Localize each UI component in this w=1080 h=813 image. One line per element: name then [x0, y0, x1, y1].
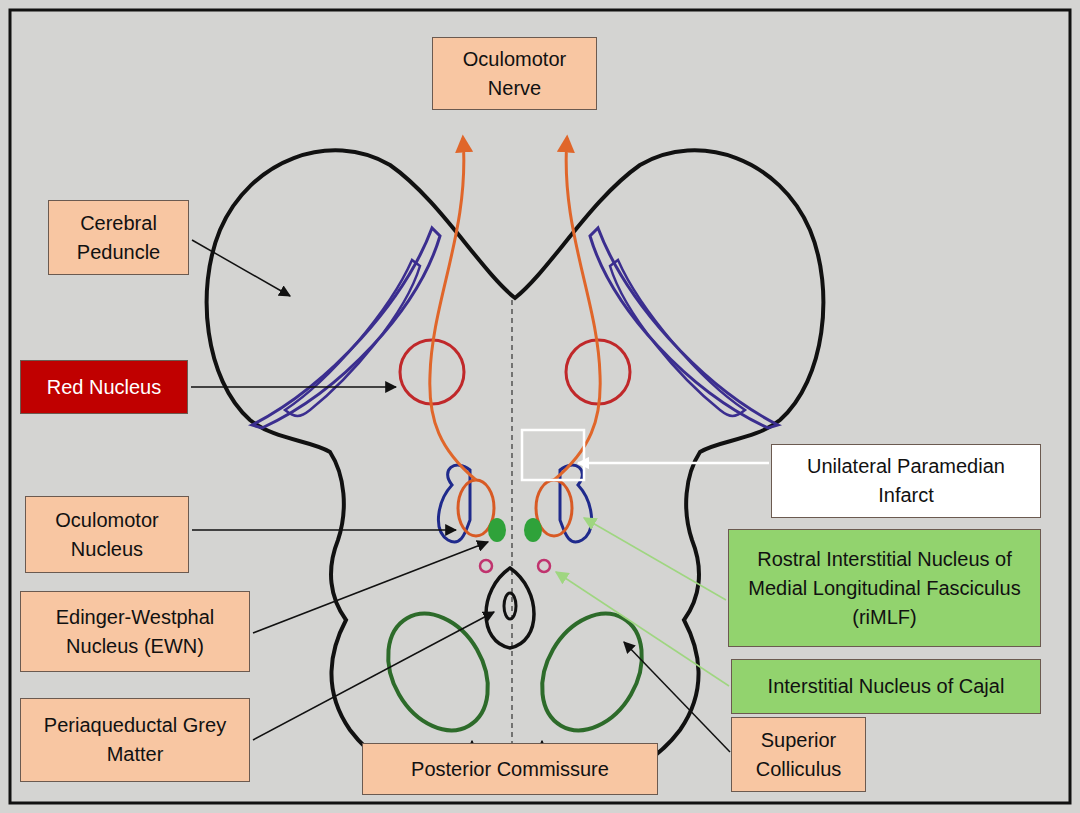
aqueduct [486, 568, 534, 648]
label-text: Red Nucleus [47, 373, 162, 402]
structure-label: Cerebral Peduncle [48, 200, 189, 275]
label-text: Cerebral Peduncle [57, 209, 180, 267]
gaze-centre-label: Rostral Interstitial Nucleus of Medial L… [728, 529, 1041, 647]
label-text: Oculomotor Nerve [441, 45, 588, 103]
leader-lines [191, 240, 730, 774]
midline [511, 300, 512, 762]
infarct-region [522, 430, 584, 480]
structure-label: Periaqueductal Grey Matter [20, 698, 250, 782]
oculomotor-nerve-fibres [430, 138, 476, 480]
edinger-westphal-nucleus [488, 518, 506, 542]
half-structures [252, 138, 508, 748]
green-leader-lines [556, 518, 729, 686]
label-text: Interstitial Nucleus of Cajal [768, 672, 1005, 701]
label-text: Edinger-Westphal Nucleus (EWN) [29, 603, 241, 661]
highlight-label: Red Nucleus [20, 360, 188, 414]
label-text: Oculomotor Nucleus [34, 506, 180, 564]
gaze-centre-label: Interstitial Nucleus of Cajal [731, 659, 1041, 714]
aqueduct-lumen [504, 593, 516, 619]
label-text: Superior Colliculus [740, 726, 857, 784]
label-text: Posterior Commissure [411, 755, 609, 784]
structure-label: Superior Colliculus [731, 717, 866, 792]
label-text: Periaqueductal Grey Matter [29, 711, 241, 769]
interstitial-nucleus-cajal [480, 560, 492, 572]
infarct-leader [578, 462, 769, 465]
structure-label: Edinger-Westphal Nucleus (EWN) [20, 591, 250, 672]
frame [10, 10, 1070, 803]
structure-label: Oculomotor Nerve [432, 37, 597, 110]
lesion-label: Unilateral Paramedian Infarct [771, 444, 1041, 518]
substantia-nigra-inner [285, 260, 420, 416]
label-text: Unilateral Paramedian Infarct [780, 452, 1032, 510]
label-text: Rostral Interstitial Nucleus of Medial L… [737, 545, 1032, 632]
structure-label: Oculomotor Nucleus [25, 496, 189, 573]
structure-label: Posterior Commissure [362, 743, 658, 795]
